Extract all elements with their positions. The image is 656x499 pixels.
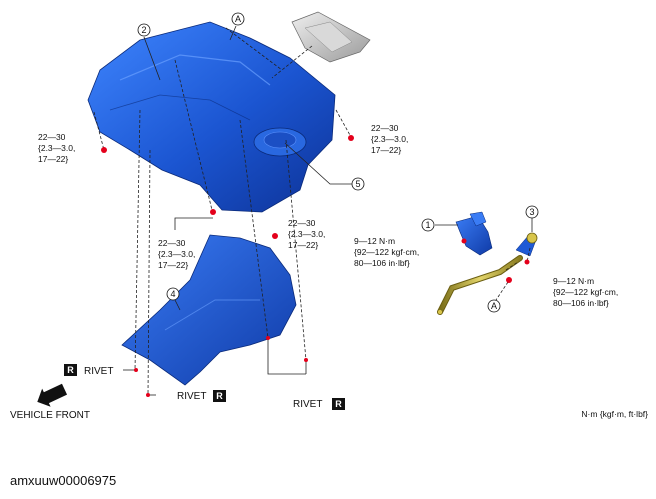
callout-5: 5 [351, 177, 365, 191]
svg-text:{92—122 kgf·cm,: {92—122 kgf·cm, [354, 247, 419, 257]
vehicle-front-indicator: VEHICLE FRONT [10, 383, 90, 421]
rivet-dot-3 [304, 358, 308, 362]
svg-text:{92—122 kgf·cm,: {92—122 kgf·cm, [553, 287, 618, 297]
svg-text:9—12 N·m: 9—12 N·m [553, 276, 594, 286]
svg-text:RIVET: RIVET [84, 366, 113, 377]
svg-text:R: R [67, 365, 74, 375]
torque-spec-left: 22—30 {2.3—3.0, 17—22} [38, 132, 75, 164]
svg-text:22—30: 22—30 [158, 238, 186, 248]
fuel-tank-under-cover-part [121, 234, 297, 386]
rivet-label-3: RIVET R [293, 398, 345, 410]
svg-text:22—30: 22—30 [38, 132, 66, 142]
svg-text:17—22}: 17—22} [158, 260, 188, 270]
bolt-filler-a [506, 277, 512, 283]
svg-text:{2.3—3.0,: {2.3—3.0, [371, 134, 408, 144]
callout-2: 2 [137, 23, 151, 37]
svg-text:17—22}: 17—22} [371, 145, 401, 155]
reuse-badge-icon [332, 398, 345, 410]
vehicle-front-arrow-icon [37, 383, 68, 407]
rivet-label-2: RIVET R [177, 390, 226, 402]
rivet-dot-2 [146, 393, 150, 397]
svg-text:RIVET: RIVET [177, 391, 206, 402]
svg-text:22—30: 22—30 [371, 123, 399, 133]
svg-text:VEHICLE FRONT: VEHICLE FRONT [10, 410, 90, 421]
reuse-badge-icon [64, 364, 77, 376]
rivet-label-1: R RIVET [64, 364, 113, 377]
svg-text:9—12 N·m: 9—12 N·m [354, 236, 395, 246]
svg-text:A: A [235, 14, 241, 24]
svg-text:{2.3—3.0,: {2.3—3.0, [38, 143, 75, 153]
svg-text:17—22}: 17—22} [288, 240, 318, 250]
callout-a-bottom: A [487, 299, 501, 313]
svg-text:R: R [335, 399, 342, 409]
svg-text:RIVET: RIVET [293, 399, 322, 410]
bolt-left [101, 147, 107, 153]
image-id: amxuuw00006975 [10, 473, 117, 488]
torque-spec-right: 22—30 {2.3—3.0, 17—22} [371, 123, 408, 155]
fuel-tank-part [87, 21, 336, 213]
svg-text:22—30: 22—30 [288, 218, 316, 228]
heat-insulator-part [291, 11, 371, 63]
callout-4: 4 [166, 287, 180, 301]
svg-text:{2.3—3.0,: {2.3—3.0, [158, 249, 195, 259]
svg-text:5: 5 [355, 179, 360, 189]
bolt-mid-center [272, 233, 278, 239]
fuel-pump-unit-part [455, 211, 493, 256]
bolt-right [348, 135, 354, 141]
svg-text:R: R [216, 391, 223, 401]
svg-text:80—106 in·lbf}: 80—106 in·lbf} [354, 258, 410, 268]
callout-1: 1 [421, 218, 435, 232]
leader-lines [123, 25, 533, 396]
svg-text:17—22}: 17—22} [38, 154, 68, 164]
svg-text:A: A [491, 301, 497, 311]
unit-legend: N·m {kgf·m, ft·lbf} [581, 409, 648, 419]
torque-spec-gauge: 9—12 N·m {92—122 kgf·cm, 80—106 in·lbf} [354, 236, 419, 268]
callout-a-top: A [231, 12, 245, 26]
assembly-guide-lines [93, 27, 531, 396]
torque-spec-mid-center: 22—30 {2.3—3.0, 17—22} [288, 218, 325, 250]
bolt-filler-b [524, 259, 530, 265]
rivet-dot-4 [266, 336, 270, 340]
bolt-gauge [461, 238, 467, 244]
svg-text:3: 3 [529, 207, 534, 217]
torque-spec-mid-left: 22—30 {2.3—3.0, 17—22} [158, 238, 195, 270]
svg-text:{2.3—3.0,: {2.3—3.0, [288, 229, 325, 239]
svg-text:1: 1 [425, 220, 430, 230]
rivet-dot-1 [134, 368, 138, 372]
bolt-markers [101, 135, 530, 397]
reuse-badge-icon [213, 390, 226, 402]
torque-spec-filler: 9—12 N·m {92—122 kgf·cm, 80—106 in·lbf} [553, 276, 618, 308]
callout-3: 3 [525, 205, 539, 219]
svg-text:80—106 in·lbf}: 80—106 in·lbf} [553, 298, 609, 308]
svg-text:2: 2 [141, 25, 146, 35]
bolt-mid-left [210, 209, 216, 215]
svg-text:4: 4 [170, 289, 175, 299]
fuel-filler-pipe-part [437, 232, 538, 315]
